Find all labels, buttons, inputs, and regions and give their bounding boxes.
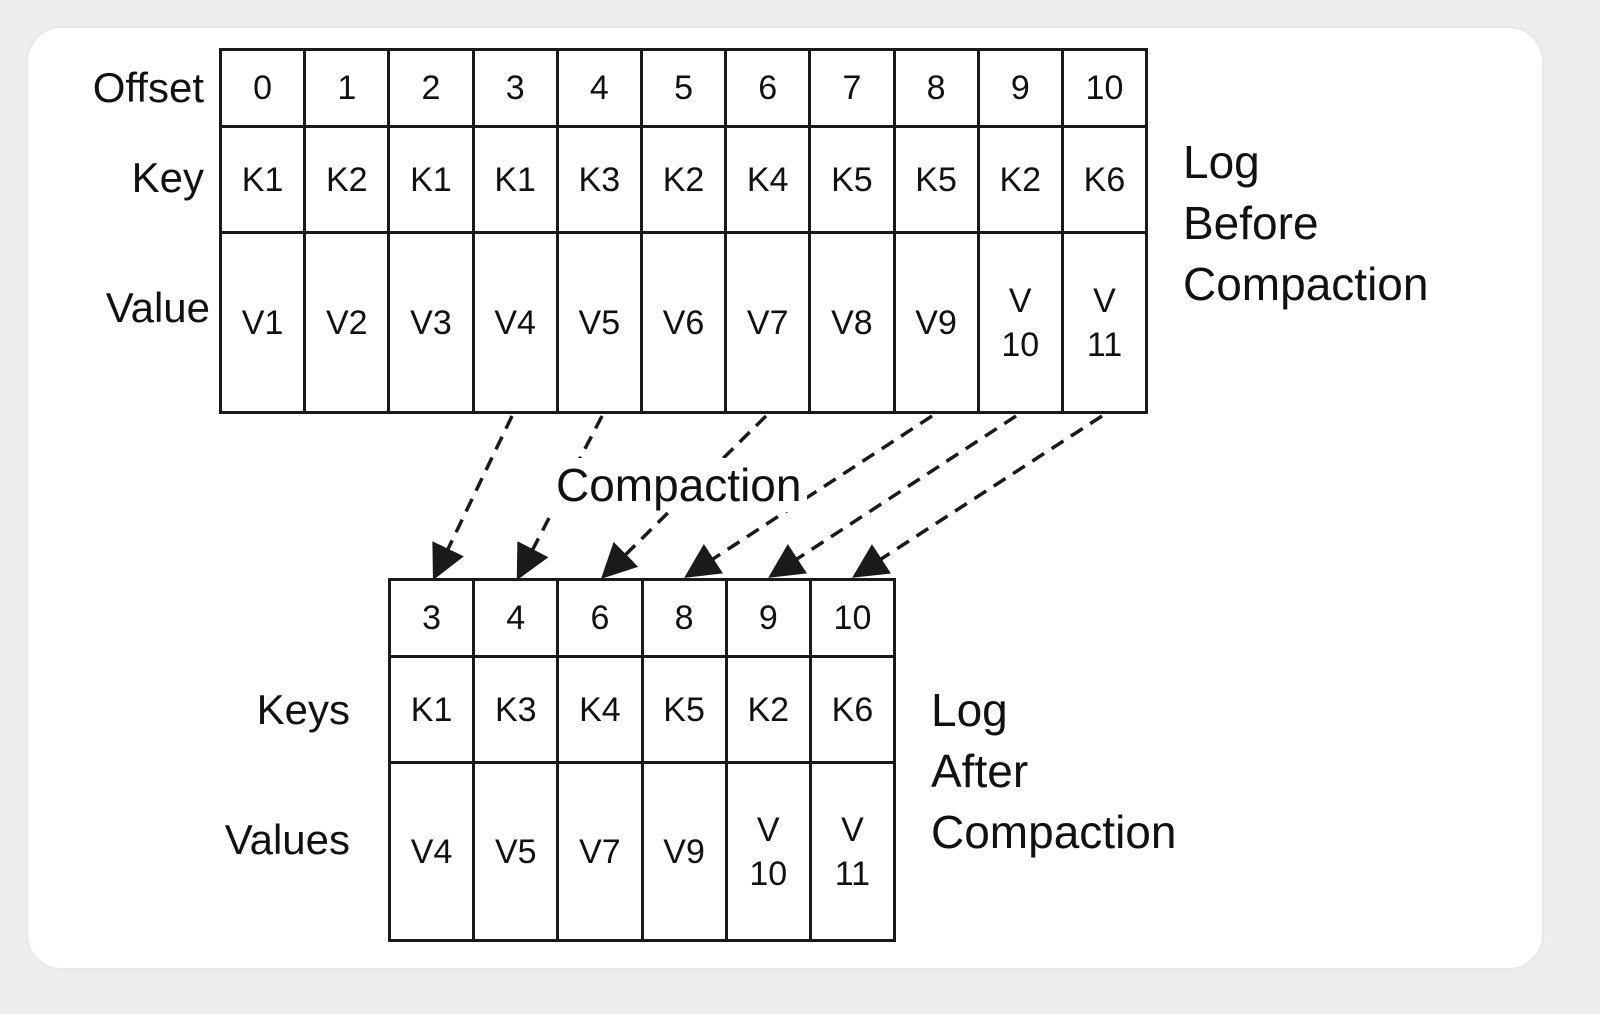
offset-cell: 6 xyxy=(727,51,812,125)
log-after-title-line: Compaction xyxy=(931,806,1177,858)
offset-row: 3 4 6 8 9 10 xyxy=(391,581,893,655)
log-before-title-line: Log xyxy=(1183,136,1260,188)
offset-cell: 1 xyxy=(306,51,391,125)
key-cell: K3 xyxy=(475,658,560,761)
value-cell: V9 xyxy=(896,234,980,411)
row-label-value: Value xyxy=(105,284,210,331)
log-after-table: 3 4 6 8 9 10 K1 K3 K4 K5 K2 K6 V4 V5 V7 … xyxy=(388,578,896,942)
value-cell: V5 xyxy=(559,234,643,411)
log-after-title: Log After Compaction xyxy=(931,680,1176,863)
offset-cell: 8 xyxy=(644,581,728,655)
offset-cell: 5 xyxy=(643,51,728,125)
log-before-title-line: Before xyxy=(1183,197,1319,249)
offset-cell: 6 xyxy=(559,581,644,655)
value-cell: V4 xyxy=(391,764,476,939)
offset-cell: 2 xyxy=(390,51,475,125)
row-divider xyxy=(222,125,1145,128)
compaction-arrow xyxy=(768,414,1017,578)
value-cell: V2 xyxy=(306,234,391,411)
value-row: V4 V5 V7 V9 V 10 V 11 xyxy=(391,764,893,939)
log-after-title-line: After xyxy=(931,745,1029,797)
log-after-title-line: Log xyxy=(931,684,1008,736)
compaction-arrow xyxy=(684,414,933,578)
value-cell: V3 xyxy=(390,234,475,411)
offset-cell: 0 xyxy=(222,51,307,125)
key-cell: K1 xyxy=(390,128,475,231)
offset-cell: 9 xyxy=(980,51,1064,125)
log-before-table: 0 1 2 3 4 5 6 7 8 9 10 K1 K2 K1 K1 K3 K2… xyxy=(219,48,1148,414)
key-cell: K1 xyxy=(391,658,476,761)
value-cell: V4 xyxy=(475,234,559,411)
offset-cell: 8 xyxy=(896,51,980,125)
compaction-arrow xyxy=(432,415,514,581)
key-cell: K5 xyxy=(644,658,728,761)
key-row: K1 K2 K1 K1 K3 K2 K4 K5 K5 K2 K6 xyxy=(222,128,1145,231)
value-cell: V8 xyxy=(811,234,896,411)
value-cell: V7 xyxy=(727,234,812,411)
log-before-title: Log Before Compaction xyxy=(1183,132,1428,315)
key-cell: K5 xyxy=(896,128,980,231)
row-divider xyxy=(391,761,893,764)
key-cell: K6 xyxy=(831,690,874,729)
row-label-values: Values xyxy=(224,816,350,863)
key-cell: K2 xyxy=(728,658,812,761)
log-before-title-line: Compaction xyxy=(1183,258,1429,310)
key-cell: K4 xyxy=(559,658,644,761)
row-label-keys: Keys xyxy=(256,686,350,733)
key-cell: K2 xyxy=(643,128,728,231)
value-cell: V 10 xyxy=(980,234,1064,411)
offset-row: 0 1 2 3 4 5 6 7 8 9 10 xyxy=(222,51,1145,125)
row-divider xyxy=(222,231,1145,234)
key-cell: K2 xyxy=(980,128,1064,231)
row-divider xyxy=(391,655,893,658)
row-label-offset: Offset xyxy=(92,64,204,111)
value-cell: V 10 xyxy=(728,764,812,939)
key-cell: K2 xyxy=(306,128,391,231)
compaction-arrow xyxy=(601,414,768,579)
row-label-key: Key xyxy=(131,154,204,201)
offset-cell: 10 xyxy=(833,599,872,637)
value-cell: V1 xyxy=(222,234,307,411)
compaction-arrow xyxy=(516,415,604,581)
key-cell: K6 xyxy=(1083,160,1126,199)
value-cell: V9 xyxy=(644,764,728,939)
value-cell: V 11 xyxy=(834,810,871,893)
compaction-label: Compaction xyxy=(550,458,808,512)
key-row: K1 K3 K4 K5 K2 K6 xyxy=(391,658,893,761)
value-cell: V5 xyxy=(475,764,560,939)
key-cell: K1 xyxy=(475,128,559,231)
offset-cell: 10 xyxy=(1085,69,1124,107)
offset-cell: 7 xyxy=(811,51,896,125)
offset-cell: 9 xyxy=(728,581,812,655)
key-cell: K4 xyxy=(727,128,812,231)
value-row: V1 V2 V3 V4 V5 V6 V7 V8 V9 V 10 V 11 xyxy=(222,234,1145,411)
offset-cell: 3 xyxy=(475,51,559,125)
offset-cell: 4 xyxy=(475,581,560,655)
value-cell: V6 xyxy=(643,234,728,411)
compaction-arrow xyxy=(852,414,1103,578)
key-cell: K1 xyxy=(222,128,307,231)
key-cell: K3 xyxy=(559,128,643,231)
offset-cell: 3 xyxy=(391,581,476,655)
value-cell: V 11 xyxy=(1086,281,1123,364)
offset-cell: 4 xyxy=(559,51,643,125)
key-cell: K5 xyxy=(811,128,896,231)
value-cell: V7 xyxy=(559,764,644,939)
